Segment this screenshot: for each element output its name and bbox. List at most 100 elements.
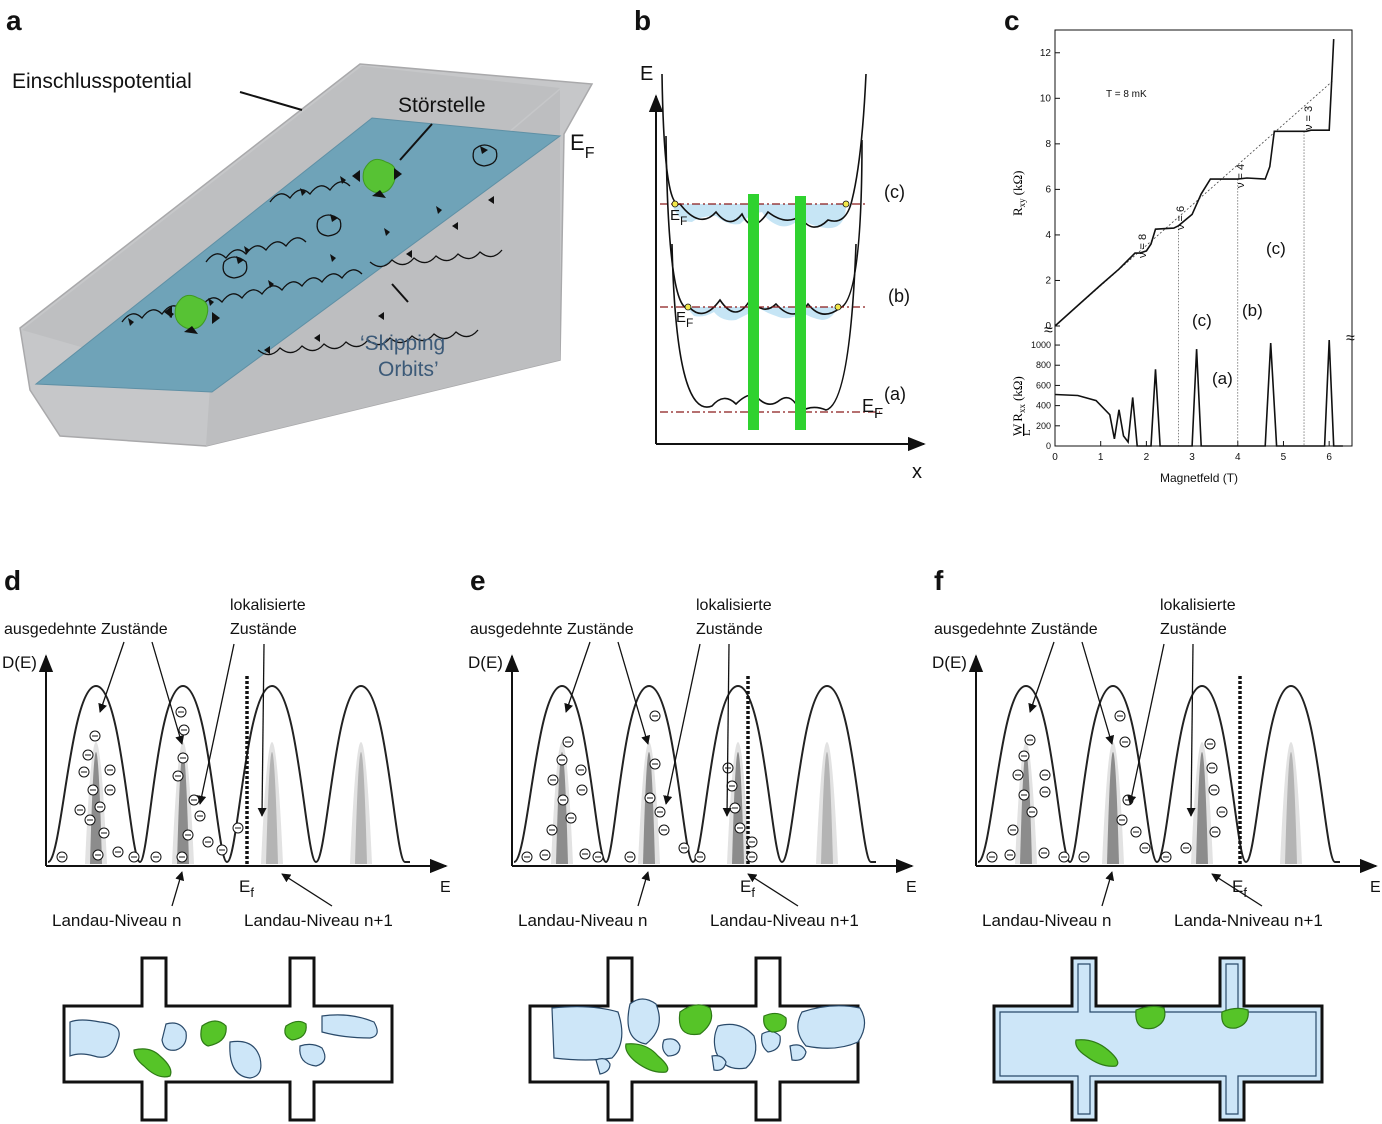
electron bbox=[694, 851, 706, 863]
x-tick-label: 2 bbox=[1144, 452, 1150, 463]
edge-state-channel bbox=[999, 963, 1317, 1115]
c-plot-frame bbox=[1054, 29, 1353, 447]
electron-gas-surface bbox=[34, 117, 562, 393]
c-marker-b: (b) bbox=[1242, 301, 1263, 320]
rxy-tick-label: 10 bbox=[1040, 93, 1052, 104]
electron bbox=[556, 754, 568, 766]
electron bbox=[565, 812, 577, 824]
electron bbox=[576, 784, 588, 796]
peak-band-core bbox=[1107, 752, 1119, 864]
electron bbox=[92, 849, 104, 861]
peak-band-core bbox=[1196, 752, 1208, 864]
electron bbox=[1160, 851, 1172, 863]
extended-states-label: ausgedehnte Zustände bbox=[934, 621, 1098, 638]
electron bbox=[1209, 826, 1221, 838]
electron bbox=[216, 844, 228, 856]
localized-pointer-2 bbox=[257, 643, 267, 817]
electron bbox=[150, 851, 162, 863]
electron bbox=[56, 851, 68, 863]
dos-curve bbox=[977, 684, 1340, 864]
extended-pointer-1 bbox=[1028, 641, 1055, 713]
rxy-tick-label: 8 bbox=[1045, 139, 1051, 150]
electron bbox=[1130, 826, 1142, 838]
electron bbox=[726, 780, 738, 792]
electron bbox=[579, 848, 591, 860]
hall-bar-filled bbox=[992, 956, 1324, 1122]
c-nu-3: ν = 3 bbox=[1303, 106, 1315, 130]
b-level-c: (c) bbox=[884, 182, 905, 202]
impurity-1 bbox=[352, 158, 402, 198]
electron bbox=[1039, 786, 1051, 798]
panel-a: a bbox=[6, 5, 595, 447]
dos-y-axis-label: D(E) bbox=[2, 653, 37, 672]
dos-x-axis-label: E bbox=[906, 879, 917, 896]
rxx-tick-label: 600 bbox=[1036, 380, 1051, 390]
localized-puddle bbox=[713, 1023, 757, 1070]
electron bbox=[1058, 851, 1070, 863]
puddle-shape bbox=[662, 1038, 681, 1057]
localized-puddle bbox=[551, 1006, 623, 1061]
electron bbox=[104, 764, 116, 776]
electron bbox=[1216, 806, 1228, 818]
electron bbox=[539, 849, 551, 861]
localized-pointer-2 bbox=[1186, 643, 1196, 817]
electron bbox=[178, 724, 190, 736]
panel-letter-a: a bbox=[6, 5, 22, 36]
localized-states-label-2: Zustände bbox=[1160, 621, 1227, 638]
electron bbox=[104, 784, 116, 796]
localized-puddle bbox=[627, 998, 660, 1045]
impurity-shape bbox=[1135, 1005, 1166, 1030]
electron bbox=[547, 774, 559, 786]
localized-puddle bbox=[662, 1038, 681, 1057]
rxy-tick-label: 4 bbox=[1045, 230, 1051, 241]
well-c bbox=[660, 73, 867, 229]
electron bbox=[1078, 851, 1090, 863]
electron bbox=[734, 822, 746, 834]
dos-curve bbox=[47, 684, 410, 864]
skipping-orbits bbox=[121, 144, 503, 356]
x-tick-label: 5 bbox=[1281, 452, 1287, 463]
electron bbox=[729, 802, 741, 814]
c-marker-a: (a) bbox=[1212, 369, 1233, 388]
peak-band-core bbox=[266, 752, 278, 864]
localized-states-label-1: lokalisierte bbox=[696, 597, 772, 614]
x-tick-label: 4 bbox=[1235, 452, 1241, 463]
impurity-region bbox=[133, 1048, 172, 1078]
puddle-shape bbox=[229, 1040, 262, 1079]
landau-level-n-label: Landau-Niveau n bbox=[982, 911, 1111, 930]
impurity-region bbox=[284, 1020, 307, 1041]
impurity-region bbox=[200, 1020, 227, 1047]
landau-level-n-label: Landau-Niveau n bbox=[518, 911, 647, 930]
electron bbox=[644, 792, 656, 804]
electron bbox=[1018, 789, 1030, 801]
level-n-pointer bbox=[637, 871, 651, 907]
x-tick-label: 0 bbox=[1052, 452, 1058, 463]
electron bbox=[649, 758, 661, 770]
localized-puddle bbox=[789, 1044, 807, 1061]
hall-bar-sample bbox=[992, 956, 1324, 1122]
electron bbox=[194, 810, 206, 822]
panel-letter-f: f bbox=[934, 565, 944, 596]
c-break-left: ≈ bbox=[1044, 322, 1053, 339]
electron bbox=[176, 851, 188, 863]
localized-puddle bbox=[229, 1040, 262, 1079]
electron bbox=[1004, 849, 1016, 861]
b-green-bar-1 bbox=[748, 194, 759, 430]
rxy-tick-label: 6 bbox=[1045, 184, 1051, 195]
electron bbox=[658, 824, 670, 836]
hall-bar-outline bbox=[528, 956, 860, 1122]
electron bbox=[575, 764, 587, 776]
electron bbox=[562, 736, 574, 748]
impurity-shape bbox=[200, 1020, 227, 1047]
impurity-shape bbox=[1221, 1007, 1249, 1029]
skipping-label-line1: ‘Skipping bbox=[360, 332, 445, 355]
rxx-series-line bbox=[1054, 339, 1343, 447]
impurity-shape bbox=[625, 1043, 669, 1073]
landau-level-n-label: Landau-Niveau n bbox=[52, 911, 181, 930]
dos-curve bbox=[513, 684, 876, 864]
electron bbox=[546, 824, 558, 836]
hall-bar-sample bbox=[528, 956, 866, 1122]
electron bbox=[1038, 847, 1050, 859]
